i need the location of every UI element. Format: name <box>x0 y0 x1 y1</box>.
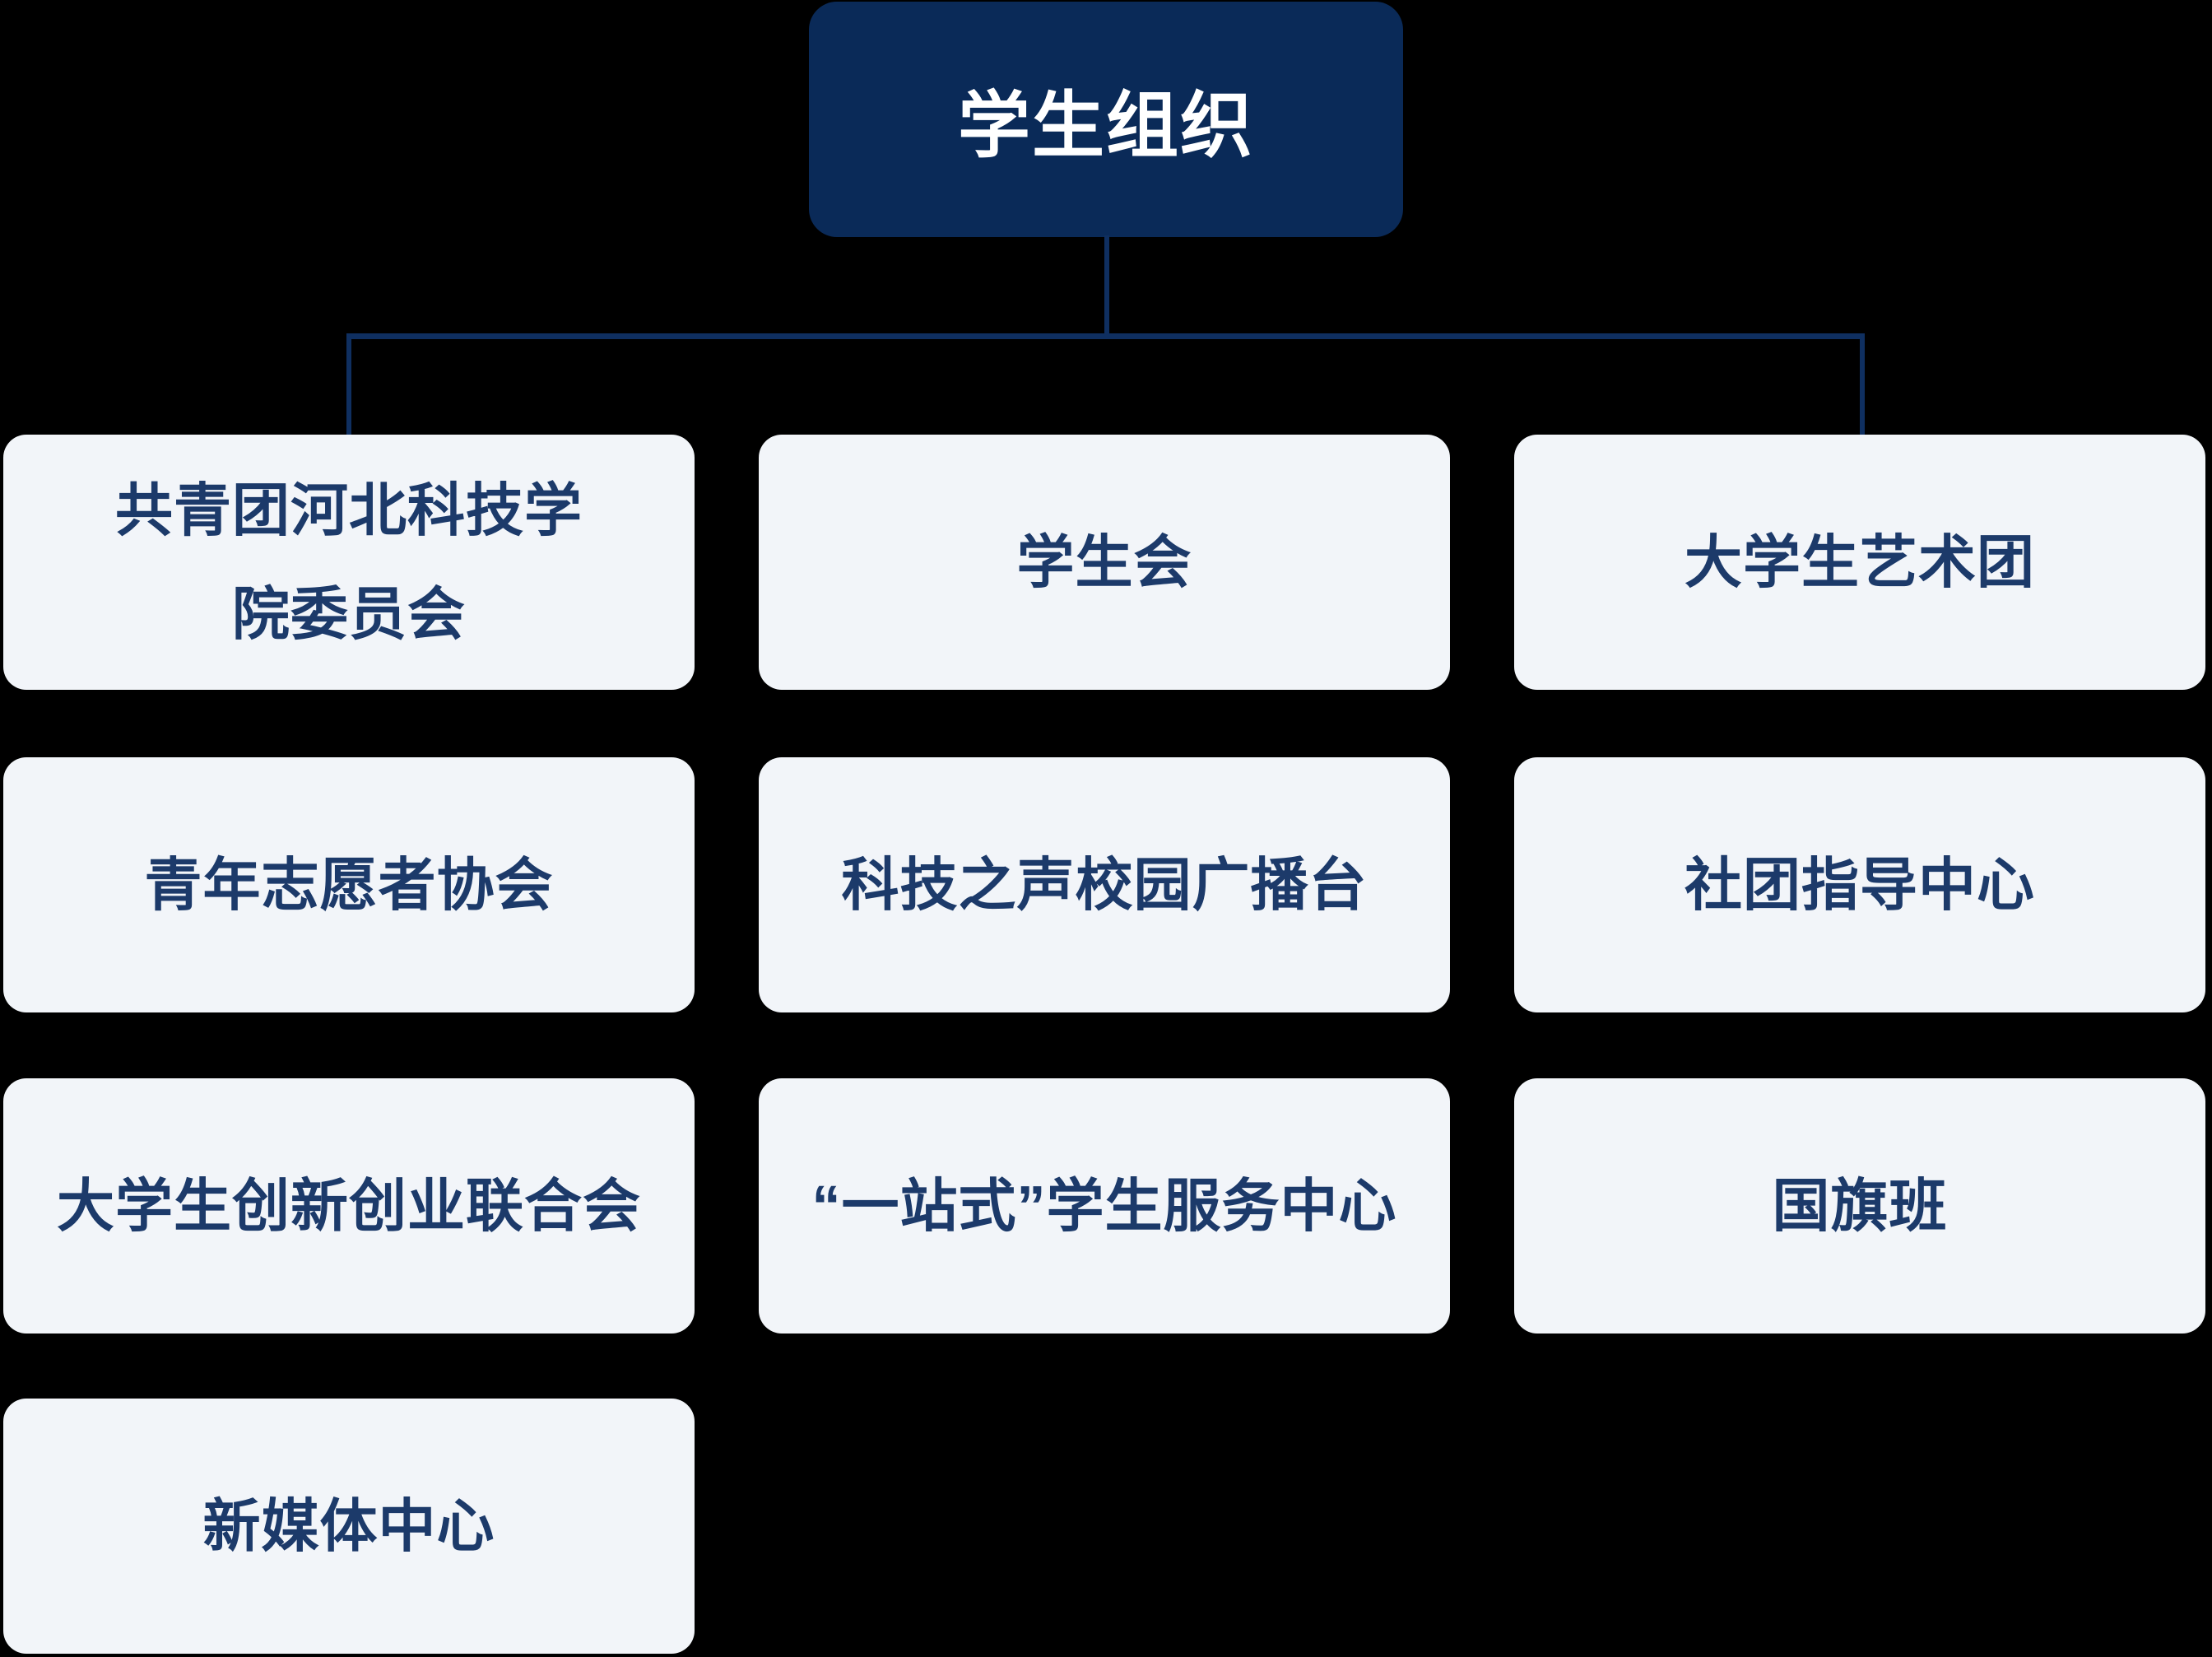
org-node-label: 大学生艺术团 <box>1685 530 2035 594</box>
org-node-label: 学生会 <box>1016 530 1192 594</box>
root-node-label: 学生组织 <box>957 84 1254 166</box>
connector-right-vertical <box>1860 339 1865 435</box>
org-node: 共青团河北科技学 院委员会 <box>3 435 695 690</box>
org-node: 新媒体中心 <box>3 1399 695 1654</box>
org-node: 大学生艺术团 <box>1514 435 2205 690</box>
org-node-label: 科技之声校园广播台 <box>841 853 1368 917</box>
org-node-label: 社团指导中心 <box>1685 853 2035 917</box>
connector-left-vertical <box>346 339 351 435</box>
org-node-label: “一站式”学生服务中心 <box>811 1174 1397 1238</box>
org-node: 学生会 <box>759 435 1450 690</box>
org-node: 社团指导中心 <box>1514 757 2205 1012</box>
connector-root-vertical <box>1104 235 1109 336</box>
connector-horizontal <box>346 333 1865 339</box>
org-node: 大学生创新创业联合会 <box>3 1078 695 1334</box>
org-node: 青年志愿者协会 <box>3 757 695 1012</box>
org-node-label: 大学生创新创业联合会 <box>57 1174 641 1238</box>
org-node-label: 青年志愿者协会 <box>144 853 554 917</box>
root-node: 学生组织 <box>809 2 1403 237</box>
org-node: 科技之声校园广播台 <box>759 757 1450 1012</box>
org-node-label: 新媒体中心 <box>202 1494 495 1558</box>
org-node: “一站式”学生服务中心 <box>759 1078 1450 1334</box>
org-node: 国旗班 <box>1514 1078 2205 1334</box>
org-node-label: 共青团河北科技学 院委员会 <box>115 478 583 646</box>
org-node-label: 国旗班 <box>1772 1174 1948 1238</box>
